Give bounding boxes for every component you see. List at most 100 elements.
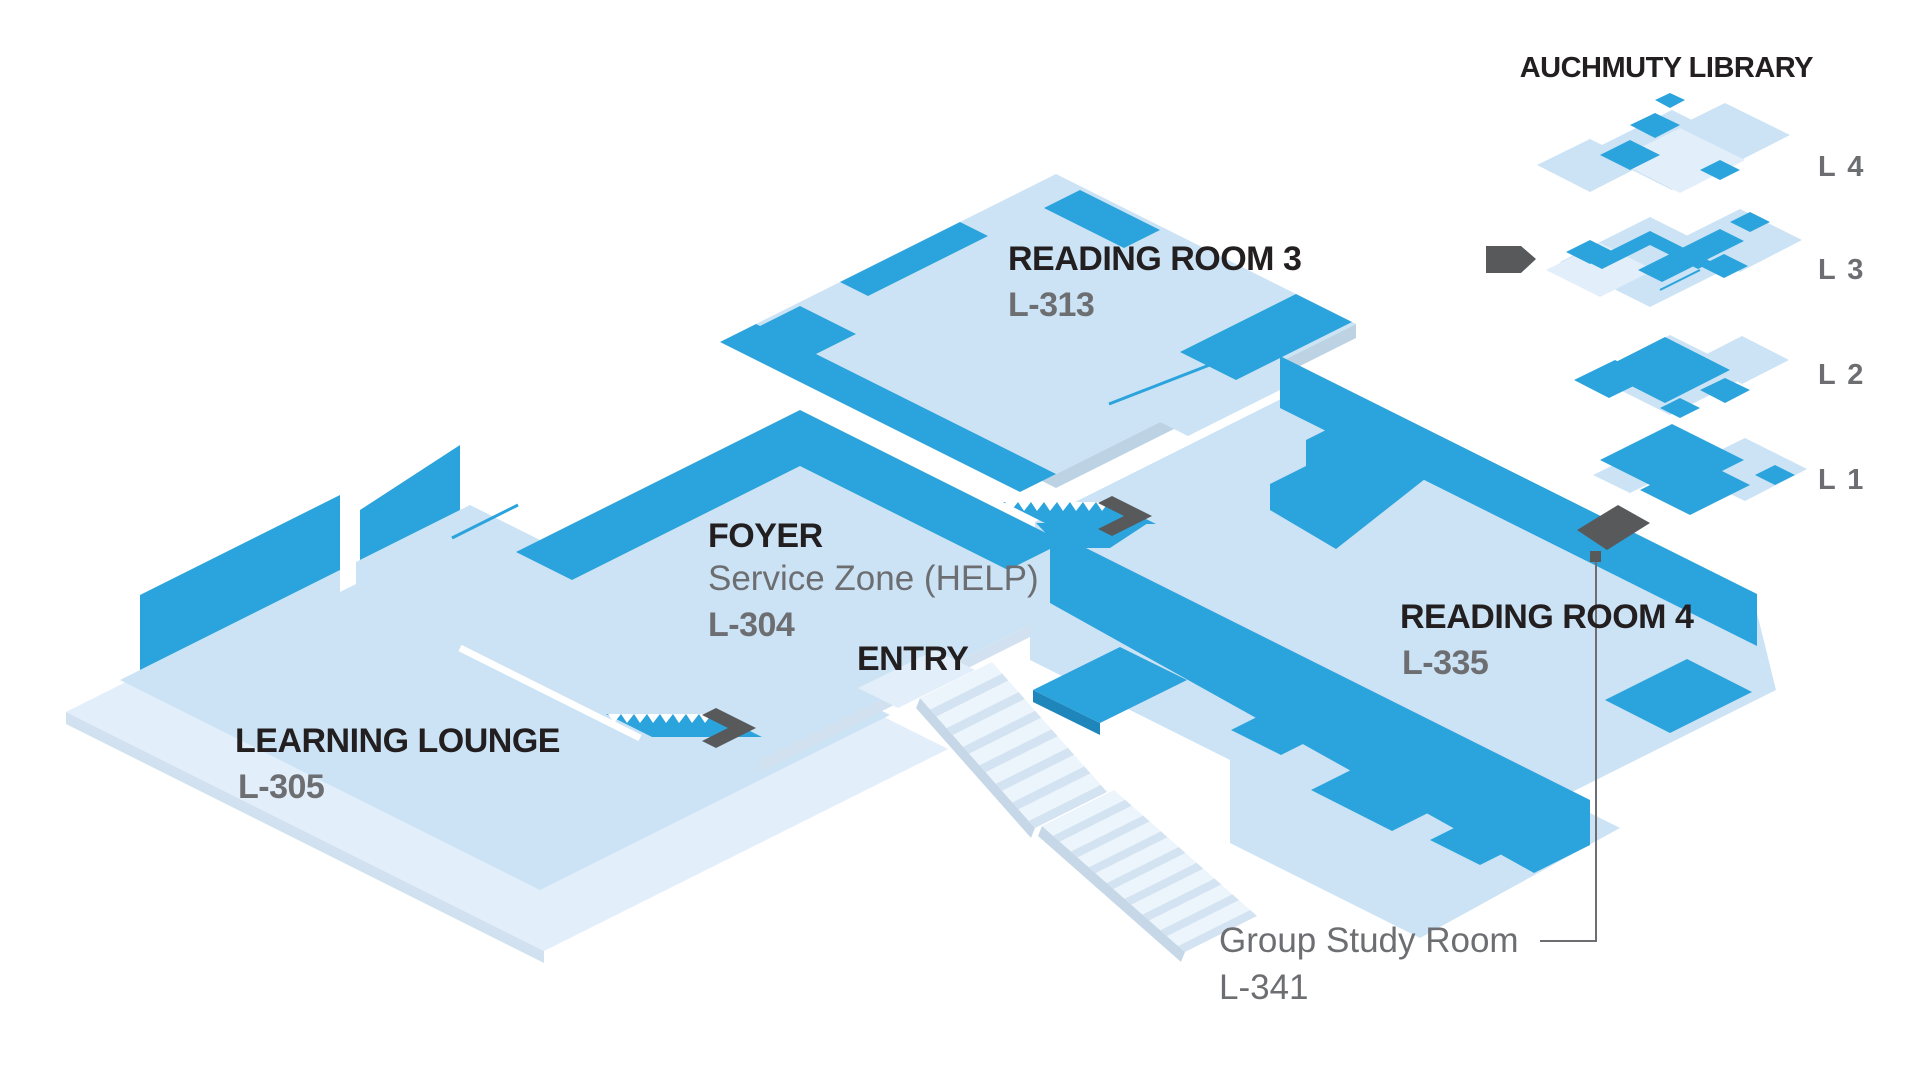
plate-seam [458, 644, 642, 742]
mini-plate [1660, 103, 1790, 168]
stair-riser [1071, 815, 1150, 858]
rr3-wall-top-left [840, 222, 988, 296]
rr3-partition-line [1108, 350, 1244, 406]
mini-room [1566, 240, 1614, 264]
room-labels: READING ROOM 3 L-313 FOYER Service Zone … [235, 240, 1694, 1007]
mini-room [1655, 93, 1685, 108]
stair-tread [1059, 805, 1143, 852]
level-item-l2[interactable]: L 2 [1574, 335, 1865, 418]
stair-tread [1018, 773, 1101, 821]
stair-tread [1095, 837, 1179, 883]
reading-room-3-name: READING ROOM 3 [1008, 240, 1301, 278]
entry-side-room [1033, 647, 1187, 723]
legend-title: AUCHMUTY LIBRARY [1520, 52, 1813, 84]
stair-tooth [1083, 502, 1096, 511]
stair-tooth [660, 714, 673, 723]
stair-tooth [634, 714, 647, 723]
foyer-name: FOYER [708, 517, 823, 555]
main-floor-plan [66, 174, 1776, 963]
mini-corridor [1638, 229, 1744, 282]
stair-riser [1178, 910, 1257, 952]
reading-room-4-code: L-335 [1402, 644, 1488, 682]
stair-side [916, 698, 1035, 838]
rr4-stepped-block [1270, 413, 1430, 549]
level-indicator-arrow-icon [1486, 246, 1536, 273]
mini-room [1700, 160, 1740, 180]
stair-tooth [621, 714, 634, 723]
group-study-room-highlight[interactable] [1577, 505, 1650, 550]
stair-riser [1053, 799, 1132, 842]
stair-tread [936, 680, 1019, 729]
stair-tread [985, 736, 1068, 784]
mini-plate [1680, 438, 1807, 501]
label-foyer: FOYER Service Zone (HELP) L-304 [708, 517, 1039, 644]
stair-tooth [1044, 502, 1057, 511]
stair-riser [979, 729, 1058, 773]
level-item-l3[interactable]: L 3 [1486, 209, 1865, 307]
label-reading-room-3: READING ROOM 3 L-313 [1008, 240, 1302, 324]
stair-tread [1077, 821, 1161, 868]
stair-tooth [1031, 502, 1044, 511]
foyer-chevron-wall [516, 410, 1064, 580]
level-label-l2[interactable]: L 2 [1818, 359, 1865, 391]
rr3-wall-bottom-left [720, 324, 1056, 492]
learning-lounge-code: L-305 [238, 768, 324, 806]
stair-riser [1088, 831, 1168, 874]
stair-tread [1002, 754, 1085, 803]
stair-marker-icon [606, 708, 762, 748]
rr4-room-block [1311, 736, 1500, 831]
mini-room [1630, 113, 1680, 138]
wall-gap [340, 522, 356, 592]
stair-riser [946, 692, 1025, 736]
stair-tooth [1057, 502, 1070, 511]
mini-room [1700, 378, 1750, 403]
stair-tooth [1005, 502, 1018, 511]
learning-lounge-plate[interactable] [120, 505, 890, 890]
foyer-code: L-304 [708, 606, 795, 644]
learning-lounge-name: LEARNING LOUNGE [235, 722, 560, 760]
rr4-room-block [1605, 659, 1752, 733]
stair-tread [1042, 790, 1126, 836]
level-item-l1[interactable]: L 1 [1593, 424, 1865, 515]
label-reading-room-4: READING ROOM 4 L-335 [1400, 598, 1694, 682]
reading-room-4-plate[interactable] [1030, 387, 1776, 938]
rr4-room-block [1430, 795, 1570, 865]
mini-room [1755, 465, 1795, 485]
learning-lounge-wall [360, 445, 460, 560]
stair-riser [1028, 784, 1107, 828]
mini-room [1640, 460, 1750, 515]
foyer-zone: Service Zone (HELP) [708, 559, 1039, 598]
stair-riser [995, 747, 1075, 791]
group-study-leader-line [1540, 551, 1601, 942]
stair-riser [1124, 862, 1204, 905]
level-label-l4[interactable]: L 4 [1818, 151, 1865, 183]
mini-room [1574, 360, 1650, 398]
stair-tread [1149, 884, 1233, 931]
label-group-study-room: Group Study Room L-341 [1219, 921, 1519, 1007]
stair-tooth [647, 714, 660, 723]
stair-marker-icon [1003, 496, 1156, 536]
stair-tooth [1070, 502, 1083, 511]
rr4-room-block [1231, 700, 1341, 755]
stair-tooth [1018, 502, 1031, 511]
level-item-l4[interactable]: L 4 [1537, 93, 1865, 193]
mini-room [1660, 398, 1700, 418]
rr3-wall-top-right [1044, 190, 1160, 248]
stair-riser [1142, 878, 1222, 921]
learning-lounge-base-edge [66, 712, 544, 963]
stair-tooth [686, 714, 699, 723]
stair-tread [1167, 900, 1251, 946]
stair-riser [1012, 766, 1091, 810]
stair-tread [1113, 853, 1197, 899]
level-label-l3[interactable]: L 3 [1818, 254, 1865, 286]
learning-lounge-wall [140, 495, 340, 670]
stair-riser [963, 710, 1042, 754]
mini-room [1730, 212, 1770, 232]
level-label-l1[interactable]: L 1 [1818, 464, 1865, 496]
reading-room-4-name: READING ROOM 4 [1400, 598, 1694, 636]
entry-stairs[interactable] [916, 662, 1257, 962]
stair-tread [969, 717, 1052, 766]
entry-label: ENTRY [857, 640, 969, 678]
stair-riser [930, 673, 1009, 717]
